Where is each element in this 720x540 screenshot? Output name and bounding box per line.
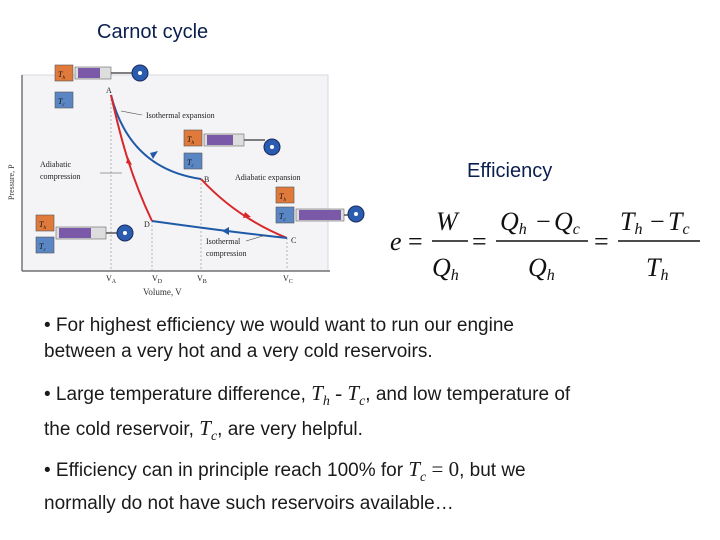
bullet-2: • Large temperature difference, Th - Tc,…: [44, 380, 684, 450]
formula-qh-num: Qh: [500, 207, 527, 238]
isothermal-compression-curve: [151, 220, 288, 239]
formula-tc-num: Tc: [668, 207, 690, 238]
bullet-1-line-1: • For highest efficiency we would want t…: [44, 315, 514, 336]
point-d-label: D: [144, 220, 150, 229]
bullet-2-line-1: • Large temperature difference, Th - Tc,…: [44, 381, 571, 409]
point-b-label: B: [204, 175, 209, 184]
formula-eq-1: =: [408, 227, 423, 256]
svg-text:Th: Th: [187, 135, 194, 146]
label-isothermal-expansion: Isothermal expansion: [146, 111, 215, 120]
bullet-1: • For highest efficiency we would want t…: [44, 313, 684, 365]
formula-qh-den-1: Qh: [432, 253, 459, 284]
tick-vd: VD: [152, 274, 163, 285]
arrow-head: [222, 227, 229, 235]
formula-e: e: [390, 227, 402, 256]
formula-th-num: Th: [620, 207, 642, 238]
formula-minus-2: −: [650, 207, 665, 236]
isothermal-expansion-curve: [110, 94, 202, 180]
engine-unit-d: Th Tc: [35, 214, 134, 254]
label-isothermal-compression-1: Isothermal: [206, 237, 241, 246]
arrow-head: [150, 151, 158, 159]
formula-w: W: [436, 207, 460, 236]
efficiency-formula: e = W Qh = Qh − Qc Qh = Th − Tc Th: [390, 207, 700, 284]
bullet-2-line-2: the cold reservoir, Tc, are very helpful…: [44, 415, 363, 444]
formula-qc-num: Qc: [554, 207, 580, 238]
tick-va: VA: [106, 274, 117, 285]
point-a-label: A: [106, 86, 112, 95]
svg-text:Tc: Tc: [187, 158, 194, 169]
adiabatic-expansion-curve: [200, 178, 288, 239]
x-axis-label: Volume, V: [143, 287, 182, 297]
engine-unit-a: Th Tc: [54, 64, 149, 109]
svg-text:Tc: Tc: [279, 212, 286, 223]
label-adiabatic-compression-1: Adiabatic: [40, 160, 72, 169]
svg-text:Th: Th: [279, 192, 286, 203]
formula-qh-den-2: Qh: [528, 253, 555, 284]
label-adiabatic-compression-2: compression: [40, 172, 80, 181]
adiabatic-compression-curve: [110, 94, 153, 222]
point-c-label: C: [291, 236, 296, 245]
bullet-1-line-2: between a very hot and a very cold reser…: [44, 341, 433, 362]
svg-text:Tc: Tc: [39, 242, 46, 253]
formula-th-den: Th: [646, 253, 668, 284]
engine-unit-b: Th Tc: [183, 129, 281, 170]
carnot-pv-diagram: Pressure, P Volume, V A B C D VA VD VB V…: [7, 64, 365, 297]
tick-vc: VC: [283, 274, 293, 285]
bullet-3: • Efficiency can in principle reach 100%…: [44, 456, 684, 517]
arrow-head: [243, 212, 251, 218]
arrow-head: [126, 157, 132, 165]
svg-text:Tc: Tc: [58, 97, 65, 108]
label-adiabatic-expansion: Adiabatic expansion: [235, 173, 301, 182]
tick-vb: VB: [197, 274, 207, 285]
engine-unit-c: Th Tc: [275, 186, 365, 224]
formula-eq-2: =: [472, 227, 487, 256]
efficiency-label: Efficiency: [467, 160, 553, 182]
svg-text:Th: Th: [58, 70, 65, 81]
bullet-3-line-2: normally do not have such reservoirs ava…: [44, 492, 454, 514]
formula-eq-3: =: [594, 227, 609, 256]
formula-minus-1: −: [536, 207, 551, 236]
svg-text:Th: Th: [39, 220, 46, 231]
leader-line: [120, 110, 143, 116]
y-axis-label: Pressure, P: [7, 164, 16, 200]
guide-lines: [110, 95, 288, 271]
slide-title: Carnot cycle: [97, 21, 209, 43]
leader-line: [245, 234, 267, 242]
bullet-3-line-1: • Efficiency can in principle reach 100%…: [44, 457, 526, 485]
label-isothermal-compression-2: compression: [206, 249, 246, 258]
